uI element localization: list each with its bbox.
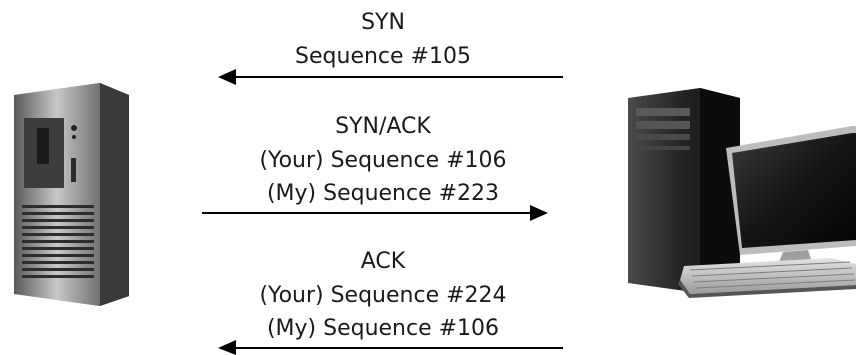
message-syn-ack-my-sequence: (My) Sequence #223: [267, 181, 499, 206]
message-syn-ack-title: SYN/ACK: [335, 114, 431, 139]
message-syn-ack: SYN/ACK (Your) Sequence #106 (My) Sequen…: [202, 114, 548, 221]
arrow-left: [218, 340, 563, 355]
server-vent-grille: [22, 205, 94, 278]
message-syn-sequence: Sequence #105: [295, 44, 471, 69]
message-ack: ACK (Your) Sequence #224 (My) Sequence #…: [218, 249, 563, 355]
server-tower-icon: [14, 83, 129, 306]
message-syn-ack-your-sequence: (Your) Sequence #106: [259, 148, 506, 173]
message-ack-title: ACK: [361, 249, 406, 274]
desktop-computer-icon: [628, 88, 856, 298]
arrow-right: [202, 205, 548, 221]
message-ack-my-sequence: (My) Sequence #106: [267, 316, 499, 341]
arrow-left: [218, 69, 563, 85]
message-syn-title: SYN: [361, 10, 405, 35]
message-syn: SYN Sequence #105: [218, 10, 563, 85]
message-ack-your-sequence: (Your) Sequence #224: [259, 283, 506, 308]
